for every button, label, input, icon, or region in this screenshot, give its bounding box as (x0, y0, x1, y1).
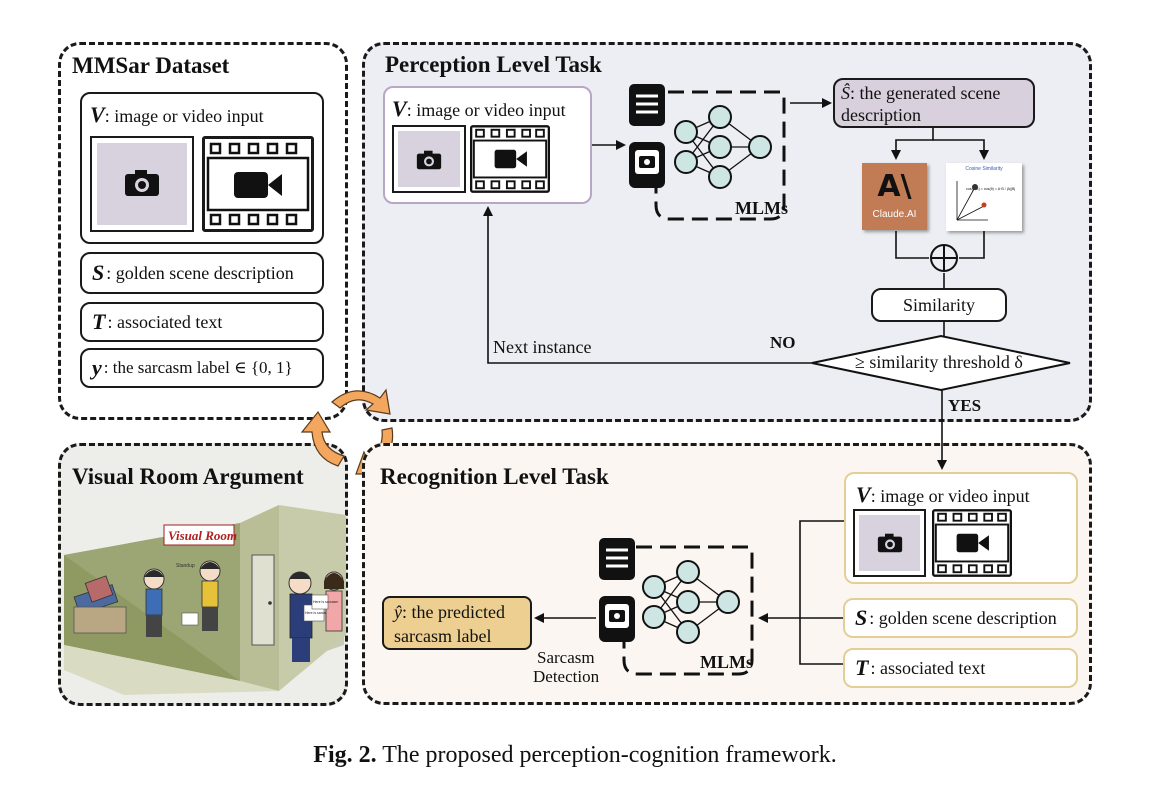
recognition-v-label: V: image or video input (856, 482, 1030, 508)
dataset-v-text: : image or video input (104, 106, 264, 126)
camera-icon (416, 150, 442, 170)
pred-symbol: ŷ (394, 602, 402, 622)
video-camera-icon (234, 172, 282, 198)
camera-icon (877, 533, 903, 553)
recognition-mlms-label: MLMs (700, 652, 753, 672)
recognition-t-text: : associated text (870, 657, 986, 678)
mmsar-dataset-title: MMSar Dataset (72, 53, 230, 78)
similarity-box: Similarity (871, 288, 1007, 322)
threshold-diamond (811, 334, 1071, 392)
dataset-t-symbol: T (92, 309, 106, 334)
dataset-s-box: S: golden scene description (80, 252, 324, 294)
similarity-label: Similarity (903, 294, 975, 315)
line-v-to-merge (799, 520, 844, 665)
line-claude-to-xor (895, 231, 929, 259)
perception-mlm-network (654, 90, 786, 221)
visual-room-sign-text: Visual Room (168, 528, 237, 543)
next-instance-label: Next instance (493, 337, 592, 357)
dataset-t-text: : associated text (107, 311, 223, 332)
recognition-input-icons (599, 538, 635, 642)
xor-combine-icon (930, 244, 958, 272)
dataset-v-symbol: V (90, 102, 105, 127)
dataset-t-box: T: associated text (80, 302, 324, 342)
cosine-formula: cos(A,B) = cos(θ) = A·B / |A||B| (966, 187, 1016, 191)
caption-text: The proposed perception-cognition framew… (376, 742, 837, 768)
predicted-label-box: ŷ: the predicted sarcasm label (382, 596, 532, 650)
perception-mlms-label: MLMs (735, 198, 788, 218)
figure-caption: Fig. 2. The proposed perception-cognitio… (0, 742, 1150, 769)
speech-bubble-text: Standup (176, 563, 195, 569)
recognition-s-symbol: S (855, 605, 868, 630)
camera-icon (125, 170, 159, 196)
recognition-t-symbol: T (855, 655, 869, 680)
threshold-text: ≥ similarity threshold δ (855, 352, 1023, 372)
recognition-mlm-network (622, 545, 754, 676)
generated-text: : the generated scene description (841, 83, 1001, 125)
dataset-v-label: V: image or video input (90, 102, 264, 128)
recognition-t-box: T: associated text (843, 648, 1078, 688)
no-label: NO (770, 333, 796, 352)
generated-scene-box: Ŝ: the generated scene description (833, 78, 1035, 128)
visual-room-illustration: Visual Room Standup Here is sarcasm Here… (64, 505, 346, 695)
dataset-s-text: : golden scene description (106, 262, 294, 283)
paper-right-text: Here is sarcasm (313, 600, 338, 604)
pred-line1: : the predicted (402, 602, 505, 622)
paper-left-text: Here is sarcasm (305, 611, 330, 615)
visual-room-title: Visual Room Argument (72, 464, 304, 489)
film-strip-icon (470, 125, 550, 193)
claude-ai-text: Claude.AI (872, 209, 917, 220)
recognition-s-text: : golden scene description (869, 607, 1057, 628)
recognition-v-symbol: V (856, 482, 871, 507)
recognition-title: Recognition Level Task (380, 464, 609, 489)
dataset-y-symbol: y (92, 355, 102, 380)
dataset-y-text: : the sarcasm label ∈ {0, 1} (103, 358, 293, 377)
perception-v-symbol: V (392, 96, 407, 121)
perception-title: Perception Level Task (385, 52, 602, 77)
perception-v-label: V: image or video input (392, 96, 566, 122)
arrow-no-to-v (483, 206, 812, 364)
pred-line2: sarcasm label (394, 626, 492, 646)
sarcasm-detection-line2: Detection (533, 667, 600, 686)
cosine-vectors-icon (956, 181, 988, 221)
dataset-s-symbol: S (92, 260, 105, 285)
arrow-generated-to-cosine (933, 139, 989, 160)
dataset-y-box: y: the sarcasm label ∈ {0, 1} (80, 348, 324, 388)
perception-v-text: : image or video input (406, 100, 566, 120)
arrow-generated-to-claude (891, 128, 934, 160)
recognition-s-box: S: golden scene description (843, 598, 1078, 638)
yes-label: YES (948, 396, 982, 415)
cosine-title: Cosine Similarity (965, 166, 1003, 172)
sarcasm-detection-line1: Sarcasm (537, 648, 595, 667)
perception-input-icons (629, 84, 665, 188)
generated-symbol: Ŝ (841, 83, 850, 103)
claude-ai-logo: A\ Claude.AI (862, 163, 927, 230)
cosine-similarity-figure: Cosine Similarity cos(A,B) = cos(θ) = A·… (946, 163, 1022, 231)
recognition-v-text: : image or video input (870, 486, 1030, 506)
caption-prefix: Fig. 2. (313, 742, 377, 768)
line-cosine-to-xor (959, 231, 985, 259)
film-strip-icon (932, 509, 1012, 577)
